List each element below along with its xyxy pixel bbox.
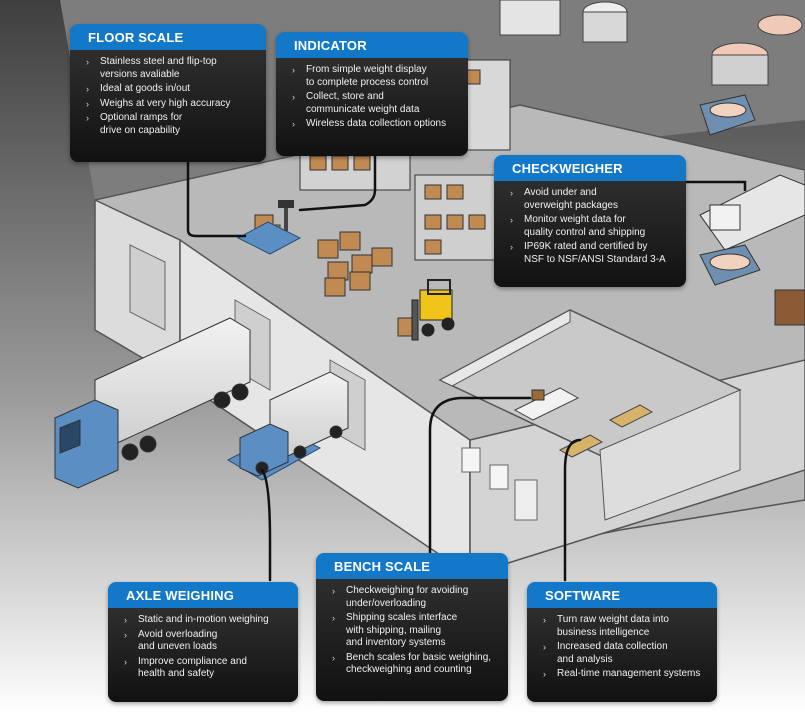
bench-table bbox=[513, 387, 580, 421]
list-item: ›Bench scales for basic weighing, checkw… bbox=[332, 651, 492, 676]
office-wall-right bbox=[599, 389, 741, 521]
bullet-icon: › bbox=[510, 242, 513, 252]
bullet-icon: › bbox=[86, 113, 89, 123]
feature-list: ›Static and in-motion weighing ›Avoid ov… bbox=[124, 614, 288, 681]
bullet-icon: › bbox=[332, 586, 335, 596]
list-item: ›Static and in-motion weighing bbox=[124, 614, 269, 625]
bullet-icon: › bbox=[510, 188, 513, 198]
office-wall bbox=[438, 309, 571, 387]
feature-list: ›Turn raw weight data into business inte… bbox=[543, 614, 707, 681]
bullet-icon: › bbox=[332, 652, 335, 663]
forklift bbox=[411, 279, 455, 341]
list-item: ›IP69K rated and certified by NSF to NSF… bbox=[510, 241, 666, 265]
card-title: AXLE WEIGHING bbox=[108, 582, 298, 608]
list-item: ›Avoid under and overweight packages bbox=[510, 187, 618, 211]
feature-list: ›From simple weight display to complete … bbox=[292, 64, 458, 131]
list-item: ›From simple weight display to complete … bbox=[292, 64, 429, 88]
bullet-icon: › bbox=[86, 57, 89, 67]
bullet-icon: › bbox=[86, 98, 89, 109]
card-title: BENCH SCALE bbox=[316, 553, 508, 579]
bullet-icon: › bbox=[124, 615, 127, 625]
indicator-head bbox=[278, 200, 294, 208]
bullet-icon: › bbox=[292, 119, 295, 129]
list-item: ›Weighs at very high accuracy bbox=[86, 97, 231, 109]
bullet-icon: › bbox=[543, 642, 546, 652]
list-item: ›Stainless steel and flip-top versions a… bbox=[86, 56, 217, 80]
list-item: ›Increased data collection and analysis bbox=[543, 641, 668, 665]
indicator-stand bbox=[284, 205, 288, 231]
list-item: ›Real-time management systems bbox=[543, 668, 701, 679]
list-item: ›Shipping scales interface with shipping… bbox=[332, 612, 458, 648]
box-truck bbox=[239, 371, 349, 477]
bullet-icon: › bbox=[543, 669, 546, 679]
dock-door-1 bbox=[129, 244, 166, 331]
bench-box bbox=[531, 389, 545, 401]
card-indicator: INDICATOR ›From simple weight display to… bbox=[276, 32, 468, 156]
list-item: ›Ideal at goods in/out bbox=[86, 83, 191, 94]
card-title: FLOOR SCALE bbox=[70, 24, 266, 50]
office-door bbox=[514, 479, 538, 521]
feature-list: ›Stainless steel and flip-top versions a… bbox=[86, 56, 256, 137]
list-item: ›Collect, store and communicate weight d… bbox=[292, 91, 420, 115]
connector-lines bbox=[186, 148, 747, 582]
checkweigher-machine bbox=[699, 94, 805, 286]
list-item: ›Optional ramps for drive on capability bbox=[86, 112, 183, 136]
office-desk bbox=[608, 404, 654, 428]
window bbox=[489, 464, 509, 490]
list-item: ›Wireless data collection options bbox=[292, 118, 447, 129]
card-bench-scale: BENCH SCALE ›Checkweighing for avoiding … bbox=[316, 553, 508, 701]
bullet-icon: › bbox=[292, 65, 295, 75]
bullet-icon: › bbox=[510, 215, 513, 225]
card-floor-scale: FLOOR SCALE ›Stainless steel and flip-to… bbox=[70, 24, 266, 162]
list-item: ›Monitor weight data for quality control… bbox=[510, 214, 646, 238]
card-axle-weighing: AXLE WEIGHING ›Static and in-motion weig… bbox=[108, 582, 298, 702]
card-title: SOFTWARE bbox=[527, 582, 717, 608]
bullet-icon: › bbox=[124, 629, 127, 640]
floor-scale-platform bbox=[236, 221, 302, 255]
card-checkweigher: CHECKWEIGHER ›Avoid under and overweight… bbox=[494, 155, 686, 287]
card-software: SOFTWARE ›Turn raw weight data into busi… bbox=[527, 582, 717, 702]
list-item: ›Improve compliance and health and safet… bbox=[124, 655, 247, 680]
feature-list: ›Checkweighing for avoiding under/overlo… bbox=[332, 585, 498, 677]
semi-truck bbox=[54, 317, 251, 489]
bullet-icon: › bbox=[292, 92, 295, 102]
card-title: INDICATOR bbox=[276, 32, 468, 58]
list-item: ›Avoid overloading and uneven loads bbox=[124, 628, 218, 653]
list-item: ›Turn raw weight data into business inte… bbox=[543, 614, 669, 638]
bullet-icon: › bbox=[86, 84, 89, 94]
bullet-icon: › bbox=[332, 613, 335, 623]
bullet-icon: › bbox=[543, 615, 546, 625]
list-item: ›Checkweighing for avoiding under/overlo… bbox=[332, 585, 469, 609]
storage-tanks bbox=[499, 0, 803, 86]
feature-list: ›Avoid under and overweight packages ›Mo… bbox=[510, 187, 676, 266]
window bbox=[461, 447, 481, 473]
bullet-icon: › bbox=[124, 656, 127, 667]
card-title: CHECKWEIGHER bbox=[494, 155, 686, 181]
